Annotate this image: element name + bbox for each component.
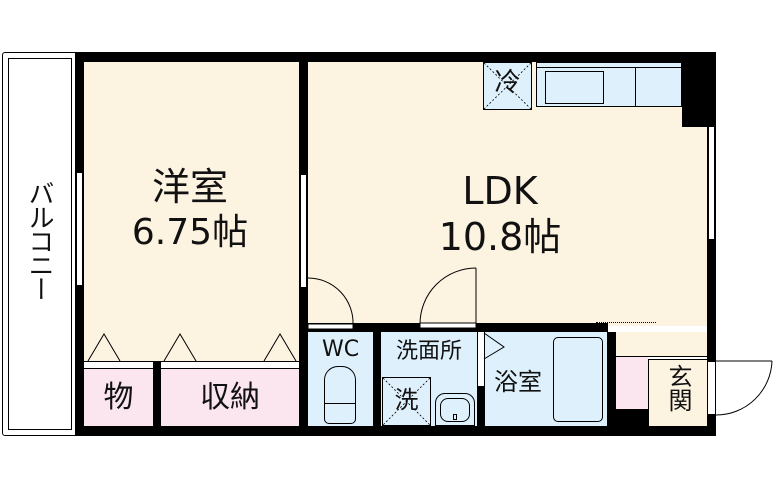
kitchen-wall-block [682,62,707,127]
toilet-icon [324,366,356,424]
western-room-name: 洋室 [151,165,228,209]
window-partition [300,175,307,287]
window-east [708,127,715,239]
refrigerator-label: 冷 [494,68,521,98]
window-balcony [76,173,83,285]
closet-door-swing-icons [87,333,297,362]
outer-wall-right [707,52,716,436]
washroom-label: 洗面所 [395,339,462,364]
washing-machine [382,377,431,426]
bath-folding-door-icon [483,332,505,360]
shoe-cabinet [616,357,648,409]
bathroom [485,332,607,426]
closet-small-label: 物 [103,380,134,415]
closet-storage [161,369,299,426]
closet-small [84,369,153,426]
wc-wall [373,332,381,426]
entrance-door-opening [707,361,716,415]
balcony-label: バルコニー [24,180,54,300]
closet-storage-label: 収納 [200,380,260,415]
bathtub-icon [553,337,603,422]
closet-divider [153,361,161,426]
balcony [2,52,78,436]
ldk-size: 10.8帖 [438,215,562,259]
entrance-wall [616,409,652,426]
wc-door-swing-icon [307,277,354,330]
toilet-room [308,332,373,426]
bath-wall [477,386,485,426]
outer-wall-bottom [75,426,715,436]
toilet-label: WC [321,337,360,362]
western-room [84,62,299,362]
entrance [648,359,707,426]
entrance-hall [616,332,707,357]
outer-wall-top [75,52,715,62]
kitchen-divider [635,68,636,106]
washing-machine-label: 洗 [394,386,419,414]
closet-door-rail [84,361,299,369]
washroom-door-swing-icon [419,267,477,329]
entrance-label: 玄関 [664,364,692,412]
bathroom-label: 浴室 [494,368,542,396]
refrigerator [483,62,532,110]
washbasin-icon [435,393,475,426]
entrance-door-swing-icon [715,360,773,416]
kitchen-sink [545,71,604,104]
dotted-line [596,322,656,323]
bath-east-wall [607,332,616,426]
western-room-size: 6.75帖 [131,212,249,253]
kitchen-counter [536,62,682,107]
ldk-name: LDK [462,169,538,213]
